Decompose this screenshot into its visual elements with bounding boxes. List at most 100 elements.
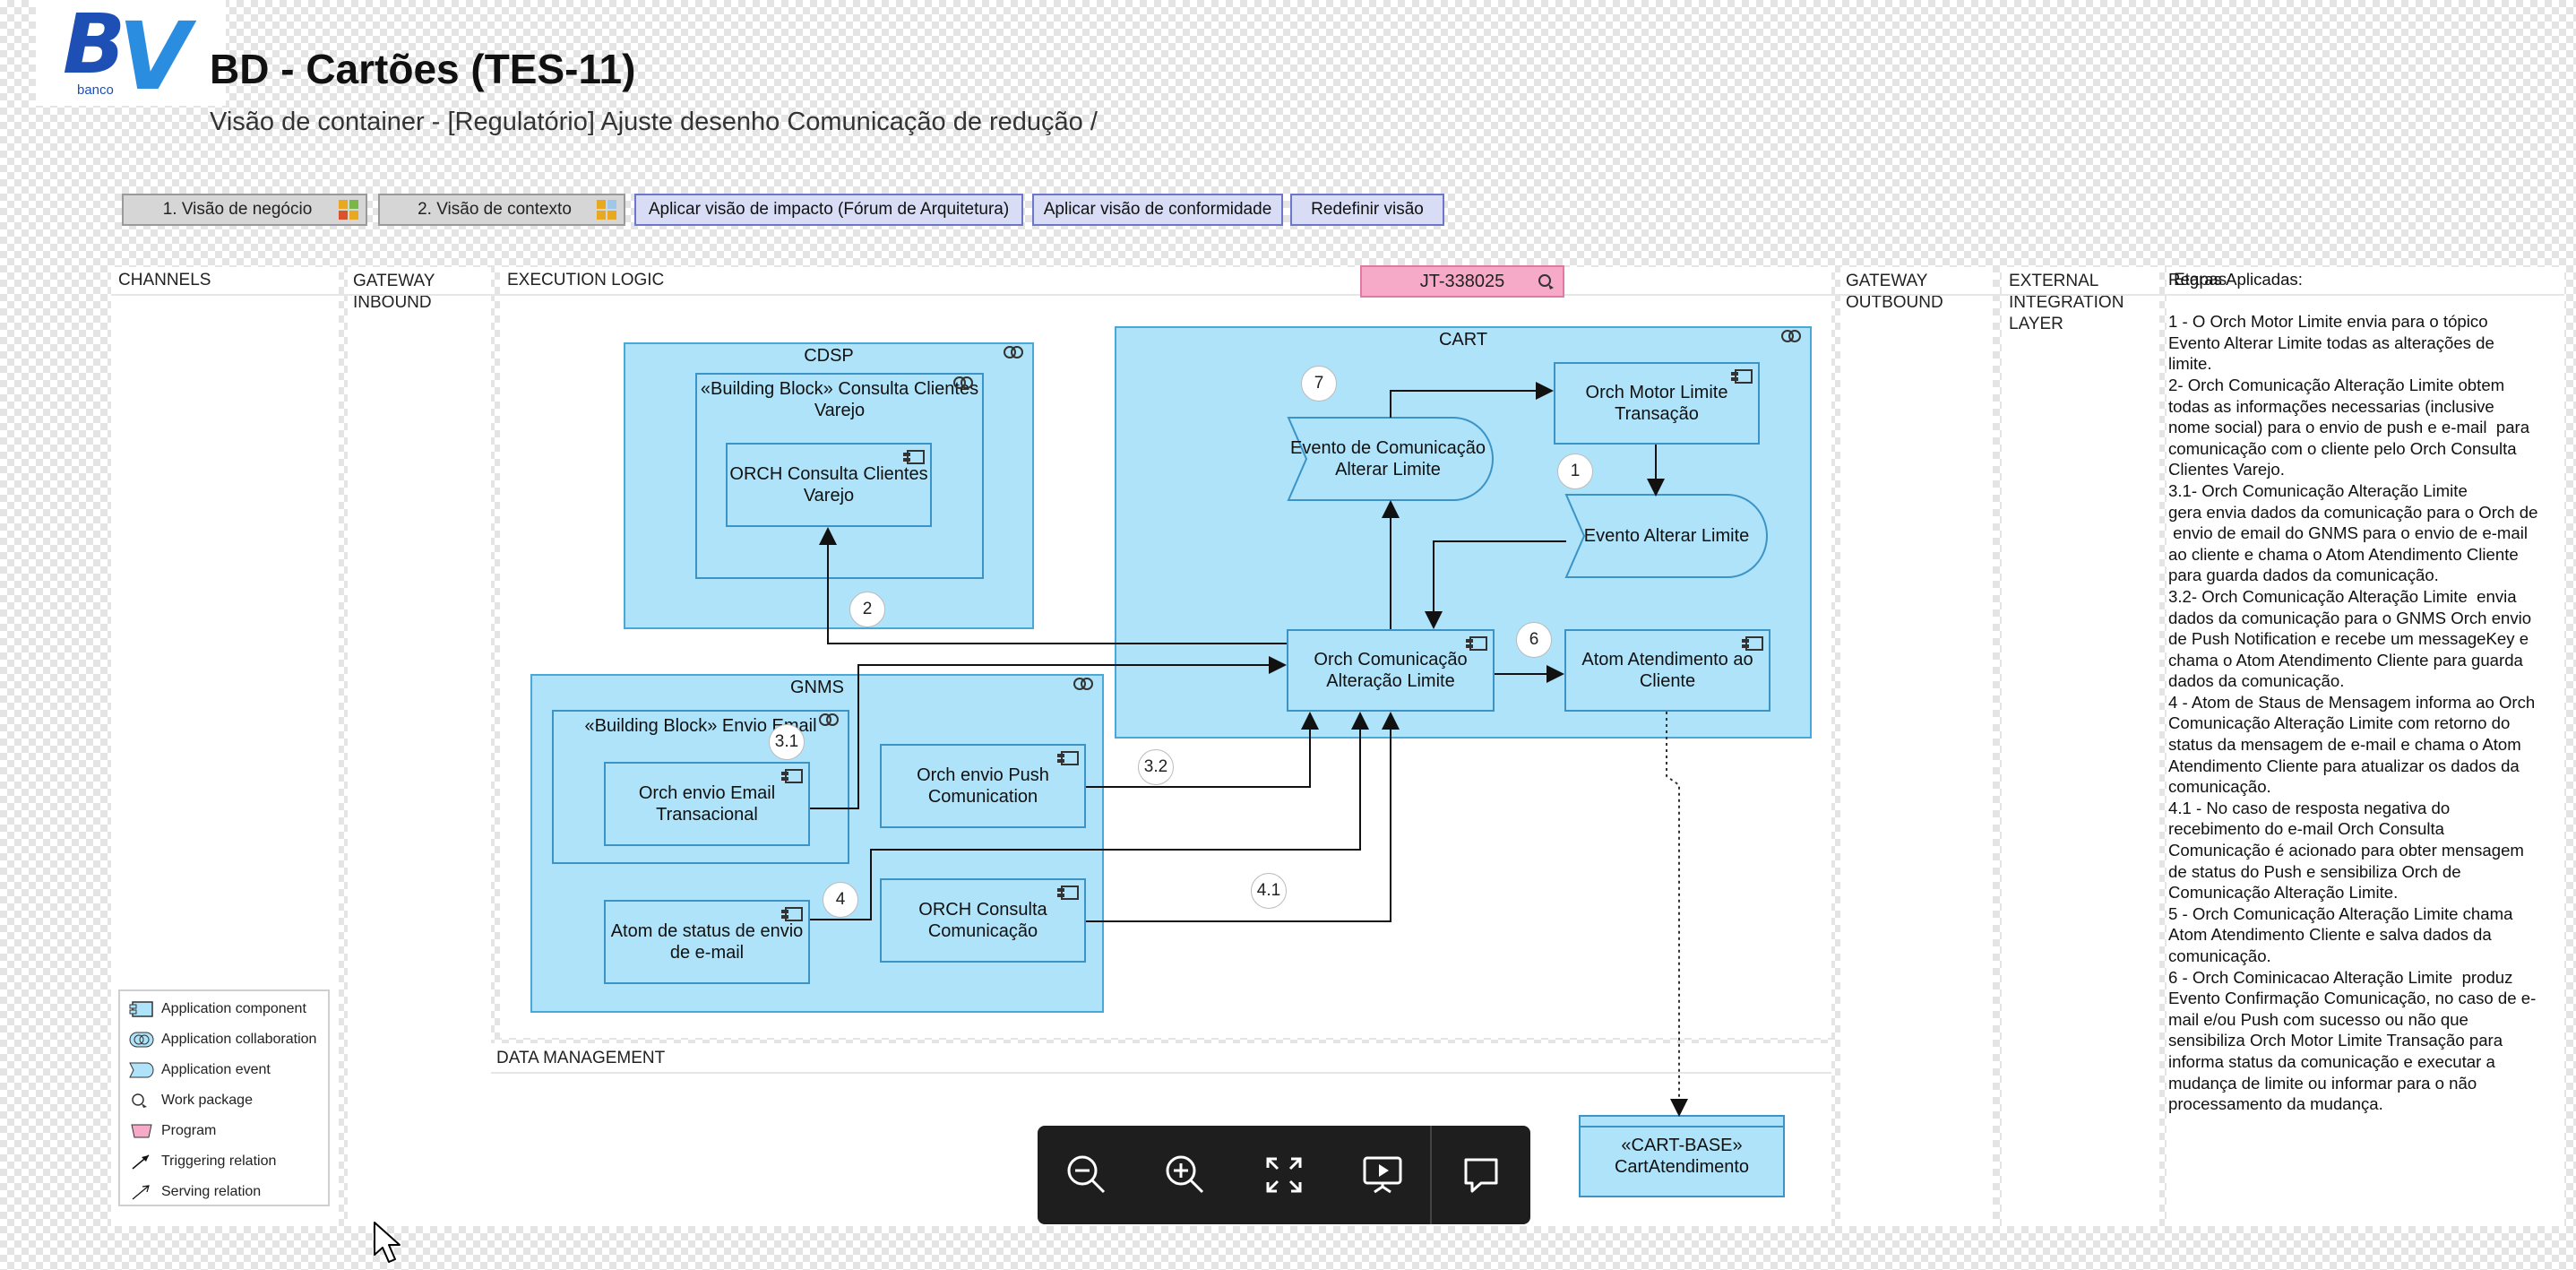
lane-external-integration-header: EXTERNAL INTEGRATION LAYER bbox=[2009, 272, 2124, 333]
step-badge-1: 1 bbox=[1557, 454, 1593, 489]
collaboration-icon bbox=[1073, 678, 1095, 692]
cart-base-label: «CART-BASE» CartAtendimento bbox=[1614, 1136, 1750, 1177]
visao-negocio-label: 1. Visão de negócio bbox=[162, 200, 313, 219]
lane-gateway-outbound bbox=[1840, 267, 1993, 1226]
work-package-icon bbox=[1538, 274, 1554, 289]
etapas-line: Atom Atendimento Cliente e salva dados d… bbox=[2168, 925, 2492, 945]
etapas-line: limite. bbox=[2168, 354, 2212, 374]
etapas-line: 3.1- Orch Comunicação Alteração Limite bbox=[2168, 480, 2468, 500]
legend-triggering-label: Triggering relation bbox=[161, 1153, 277, 1169]
legend-work-package: Work package bbox=[129, 1090, 253, 1111]
component-icon bbox=[1057, 886, 1079, 900]
component-icon bbox=[781, 907, 803, 921]
etapas-line: envio de email do GNMS para o envio de e… bbox=[2168, 523, 2529, 543]
collaboration-icon bbox=[819, 713, 840, 728]
step-badge-3-2: 3.2 bbox=[1138, 749, 1174, 785]
zoom-in-button[interactable] bbox=[1136, 1126, 1235, 1224]
line-email-to-orch bbox=[810, 656, 1287, 809]
etapas-line: status da mensagem de e-mail e chama o A… bbox=[2168, 735, 2521, 755]
etapas-line: 2- Orch Comunicação Alteração Limite obt… bbox=[2168, 375, 2505, 394]
legend-program: Program bbox=[129, 1120, 216, 1142]
collaboration-icon bbox=[1781, 330, 1803, 344]
etapas-line: Regras Aplicadas: bbox=[2168, 270, 2303, 289]
atom-atendimento-cliente[interactable]: Atom Atendimento ao Cliente bbox=[1564, 629, 1770, 712]
etapas-line: ao cliente e chama o Atom Atendimento Cl… bbox=[2168, 544, 2519, 564]
legend-serving: Serving relation bbox=[129, 1181, 261, 1203]
legend-collaboration: Application collaboration bbox=[129, 1029, 316, 1050]
line-atom-to-cartbase bbox=[1666, 712, 1688, 1117]
etapas-line: comunicação com o cliente pelo Orch Cons… bbox=[2168, 438, 2517, 458]
building-block-envio-email-title: «Building Block» Envio Email bbox=[584, 716, 817, 736]
lane-header-divider bbox=[111, 294, 2564, 296]
lane-external-integration bbox=[2002, 267, 2159, 1226]
grid-icon bbox=[339, 200, 360, 221]
cart-base-atendimento[interactable]: «CART-BASE» CartAtendimento bbox=[1579, 1115, 1785, 1197]
etapas-line bbox=[2168, 290, 2563, 312]
orch-consulta-clientes-varejo[interactable]: ORCH Consulta Clientes Varejo bbox=[726, 443, 932, 527]
orch-comunicacao-alteracao[interactable]: Orch Comunicação Alteração Limite bbox=[1287, 629, 1495, 712]
program-icon bbox=[129, 1123, 154, 1139]
etapas-line: de Push Notification e recebe um message… bbox=[2168, 629, 2529, 649]
component-icon bbox=[781, 769, 803, 783]
legend-program-label: Program bbox=[161, 1123, 217, 1138]
collaboration-icon bbox=[953, 376, 975, 391]
cdsp-title: CDSP bbox=[804, 346, 854, 366]
visao-contexto-label: 2. Visão de contexto bbox=[418, 200, 572, 219]
etapas-line: 4.1 - No caso de resposta negativa do bbox=[2168, 798, 2451, 817]
fit-screen-button[interactable] bbox=[1235, 1126, 1333, 1224]
orch-consulta-comunicacao[interactable]: ORCH Consulta Comunicação bbox=[880, 878, 1086, 963]
visao-conformidade-button[interactable]: Aplicar visão de conformidade bbox=[1032, 194, 1283, 226]
component-icon bbox=[129, 1001, 154, 1017]
etapas-line: nome social) para o envio de push e e-ma… bbox=[2168, 418, 2530, 437]
lane-channels-header: CHANNELS bbox=[118, 271, 211, 289]
page-title: BD - Cartões (TES-11) bbox=[210, 46, 636, 92]
etapas-line: mail e/ou Push com sucesso ou não que bbox=[2168, 1009, 2468, 1029]
building-block-consulta-title: «Building Block» Consulta Clientes Varej… bbox=[700, 379, 979, 420]
zoom-out-button[interactable] bbox=[1038, 1126, 1136, 1224]
orch-envio-push[interactable]: Orch envio Push Comunication bbox=[880, 744, 1086, 828]
component-icon bbox=[1466, 636, 1487, 651]
etapas-line: gera envia dados da comunicação para o O… bbox=[2168, 502, 2538, 522]
step-badge-6: 6 bbox=[1516, 622, 1552, 658]
comment-icon bbox=[1464, 1158, 1498, 1193]
etapas-line: Comunicação é acionado para obter mensag… bbox=[2168, 841, 2524, 860]
present-button[interactable] bbox=[1333, 1126, 1432, 1224]
visao-negocio-button[interactable]: 1. Visão de negócio bbox=[122, 194, 367, 226]
bv-logo: B V banco bbox=[36, 0, 226, 111]
atom-status-envio[interactable]: Atom de status de envio de e-mail bbox=[604, 900, 810, 984]
component-icon bbox=[903, 450, 925, 464]
step-badge-4: 4 bbox=[823, 882, 858, 918]
component-icon bbox=[1057, 751, 1079, 765]
etapas-line: dados da comunicação para o GNMS Orch en… bbox=[2168, 608, 2532, 627]
line-evento-to-motor bbox=[1390, 382, 1554, 418]
lane-etapas bbox=[2167, 267, 2564, 1226]
line-consulta-com-to-orch bbox=[1086, 712, 1400, 922]
etapas-line: 3.2- Orch Comunicação Alteração Limite e… bbox=[2168, 586, 2517, 606]
visao-impacto-button[interactable]: Aplicar visão de impacto (Fórum de Arqui… bbox=[634, 194, 1023, 226]
line-atom-status-to-orch bbox=[810, 712, 1369, 920]
component-icon bbox=[1742, 636, 1763, 651]
atom-status-label: Atom de status de envio de e-mail bbox=[610, 921, 804, 963]
etapas-line: sensibiliza Orch Motor Limite Transação … bbox=[2168, 1031, 2503, 1050]
visao-contexto-button[interactable]: 2. Visão de contexto bbox=[378, 194, 625, 226]
orch-envio-email[interactable]: Orch envio Email Transacional bbox=[604, 762, 810, 846]
etapas-line: Evento Confirmação Comunicação, no caso … bbox=[2168, 989, 2537, 1008]
orch-motor-limite[interactable]: Orch Motor Limite Transação bbox=[1554, 362, 1760, 445]
legend-work-package-label: Work package bbox=[161, 1093, 253, 1108]
comment-button[interactable] bbox=[1432, 1126, 1530, 1224]
atom-atendimento-label: Atom Atendimento ao Cliente bbox=[1581, 650, 1753, 691]
etapas-line: para guarda dados da comunicação. bbox=[2168, 566, 2439, 585]
diagram-legend: Application component Application collab… bbox=[118, 989, 330, 1206]
orch-consulta-comunicacao-label: ORCH Consulta Comunicação bbox=[918, 900, 1047, 941]
redefinir-visao-button[interactable]: Redefinir visão bbox=[1290, 194, 1444, 226]
etapas-line: Comunicação Alteração Limite. bbox=[2168, 883, 2399, 903]
orch-motor-label: Orch Motor Limite Transação bbox=[1585, 383, 1728, 424]
step-badge-4-1: 4.1 bbox=[1251, 873, 1287, 909]
serving-icon bbox=[129, 1184, 154, 1200]
work-package-label: JT-338025 bbox=[1419, 271, 1505, 291]
zoom-out-icon bbox=[1067, 1155, 1106, 1194]
etapas-line: informa status da comunicação e executar… bbox=[2168, 1051, 2495, 1071]
lane-gateway-outbound-header: GATEWAY OUTBOUND bbox=[1846, 272, 1943, 312]
line-orch-to-consulta bbox=[819, 527, 1287, 644]
work-package-jt[interactable]: JT-338025 bbox=[1360, 265, 1564, 298]
